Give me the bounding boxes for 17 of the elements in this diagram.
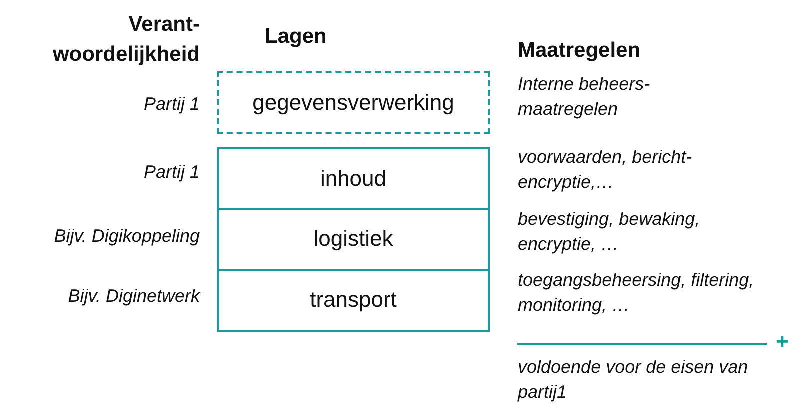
plus-sign: + [776, 329, 789, 354]
layer-box: transport [217, 270, 490, 332]
column-heading: Maatregelen [518, 38, 642, 64]
row-label: voorwaarden, bericht- encryptie,… [518, 146, 694, 194]
layer-box: gegevensverwerking [217, 71, 490, 134]
row-label: Interne beheers- maatregelen [518, 73, 652, 121]
row-label: Partij 1 [142, 161, 200, 184]
layer-box: logistiek [217, 209, 490, 271]
row-label: bevestiging, bewaking, encryptie, … [518, 208, 702, 256]
row-label: Partij 1 [142, 93, 200, 116]
layer-box: inhoud [217, 147, 490, 210]
row-label: Bijv. Digikoppeling [53, 225, 200, 248]
row-label: Bijv. Diginetwerk [67, 285, 200, 308]
row-label: toegangsbeheersing, filtering, monitoring, … [518, 269, 756, 317]
column-heading: Lagen [265, 24, 328, 50]
row-label: voldoende voor de eisen van partij1 [518, 356, 750, 404]
column-heading: Verant- woordelijkheid [52, 12, 200, 68]
